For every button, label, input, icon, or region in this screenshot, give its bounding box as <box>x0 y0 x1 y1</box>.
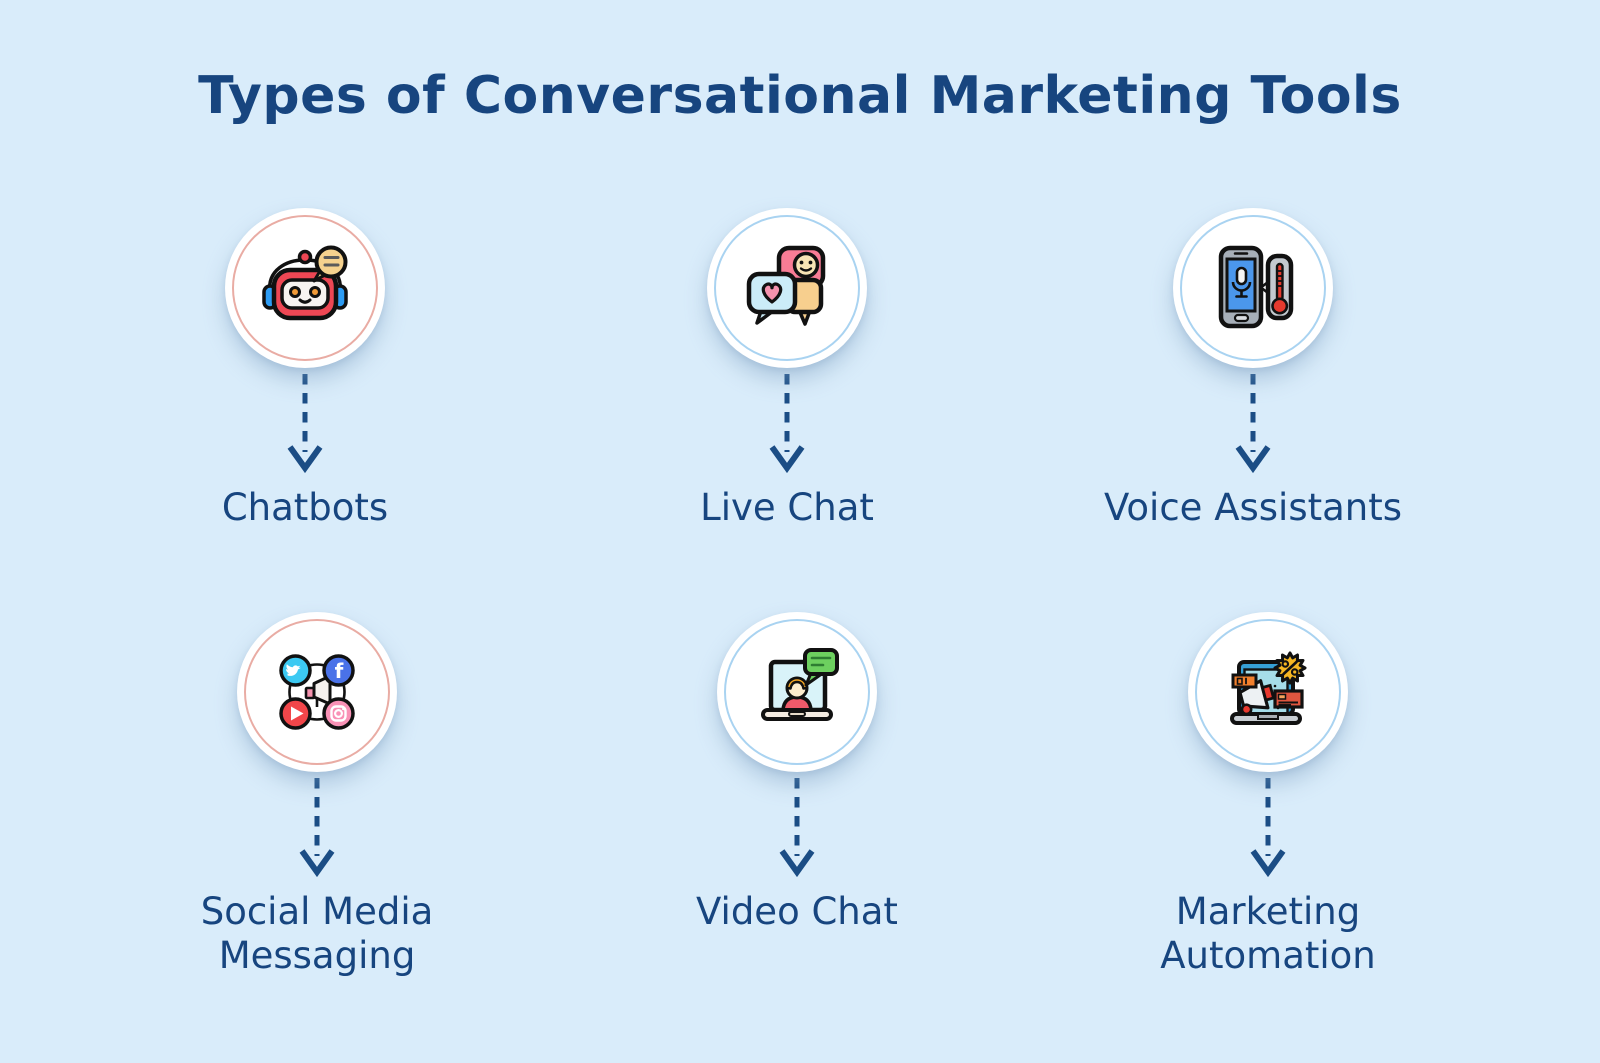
tool-label: Chatbots <box>221 486 389 529</box>
tool-label: Live Chat <box>700 486 874 529</box>
twitter-icon <box>279 654 312 687</box>
down-arrow <box>287 374 323 474</box>
tool-circle <box>225 208 385 368</box>
tool-circle <box>1188 612 1348 772</box>
page-title: Types of Conversational Marketing Tools <box>198 66 1402 126</box>
tool-item-chatbots: Chatbots <box>135 208 475 530</box>
down-arrow <box>299 778 335 878</box>
tool-label: Video Chat <box>696 890 898 933</box>
svg-text:f: f <box>335 659 344 683</box>
tool-item-video-chat: Video Chat <box>627 612 967 934</box>
tool-circle <box>717 612 877 772</box>
chat-bubbles-icon <box>746 245 826 326</box>
tool-item-live-chat: Live Chat <box>617 208 957 530</box>
marketing-automation-icon <box>1230 651 1307 725</box>
down-arrow <box>779 778 815 878</box>
tool-circle: f <box>237 612 397 772</box>
tool-item-marketing-automation: Marketing Automation <box>1098 612 1438 977</box>
tool-circle <box>707 208 867 368</box>
instagram-icon <box>322 697 355 730</box>
tool-circle <box>1173 208 1333 368</box>
social-media-icons: f <box>279 654 355 730</box>
chatbot-robot-icon <box>262 245 348 321</box>
tool-item-voice-assistants: Voice Assistants <box>1083 208 1423 530</box>
down-arrow <box>1235 374 1271 474</box>
video-chat-laptop-icon <box>761 648 839 721</box>
tool-label: Social Media Messaging <box>200 890 434 977</box>
facebook-icon: f <box>322 654 355 687</box>
tool-item-social-media-messaging: f Social Media Messaging <box>147 612 487 977</box>
voice-assistant-icon <box>1218 245 1294 329</box>
tool-label: Marketing Automation <box>1160 890 1376 977</box>
down-arrow <box>769 374 805 474</box>
youtube-icon <box>279 697 312 730</box>
down-arrow <box>1250 778 1286 878</box>
tool-label: Voice Assistants <box>1103 486 1403 529</box>
